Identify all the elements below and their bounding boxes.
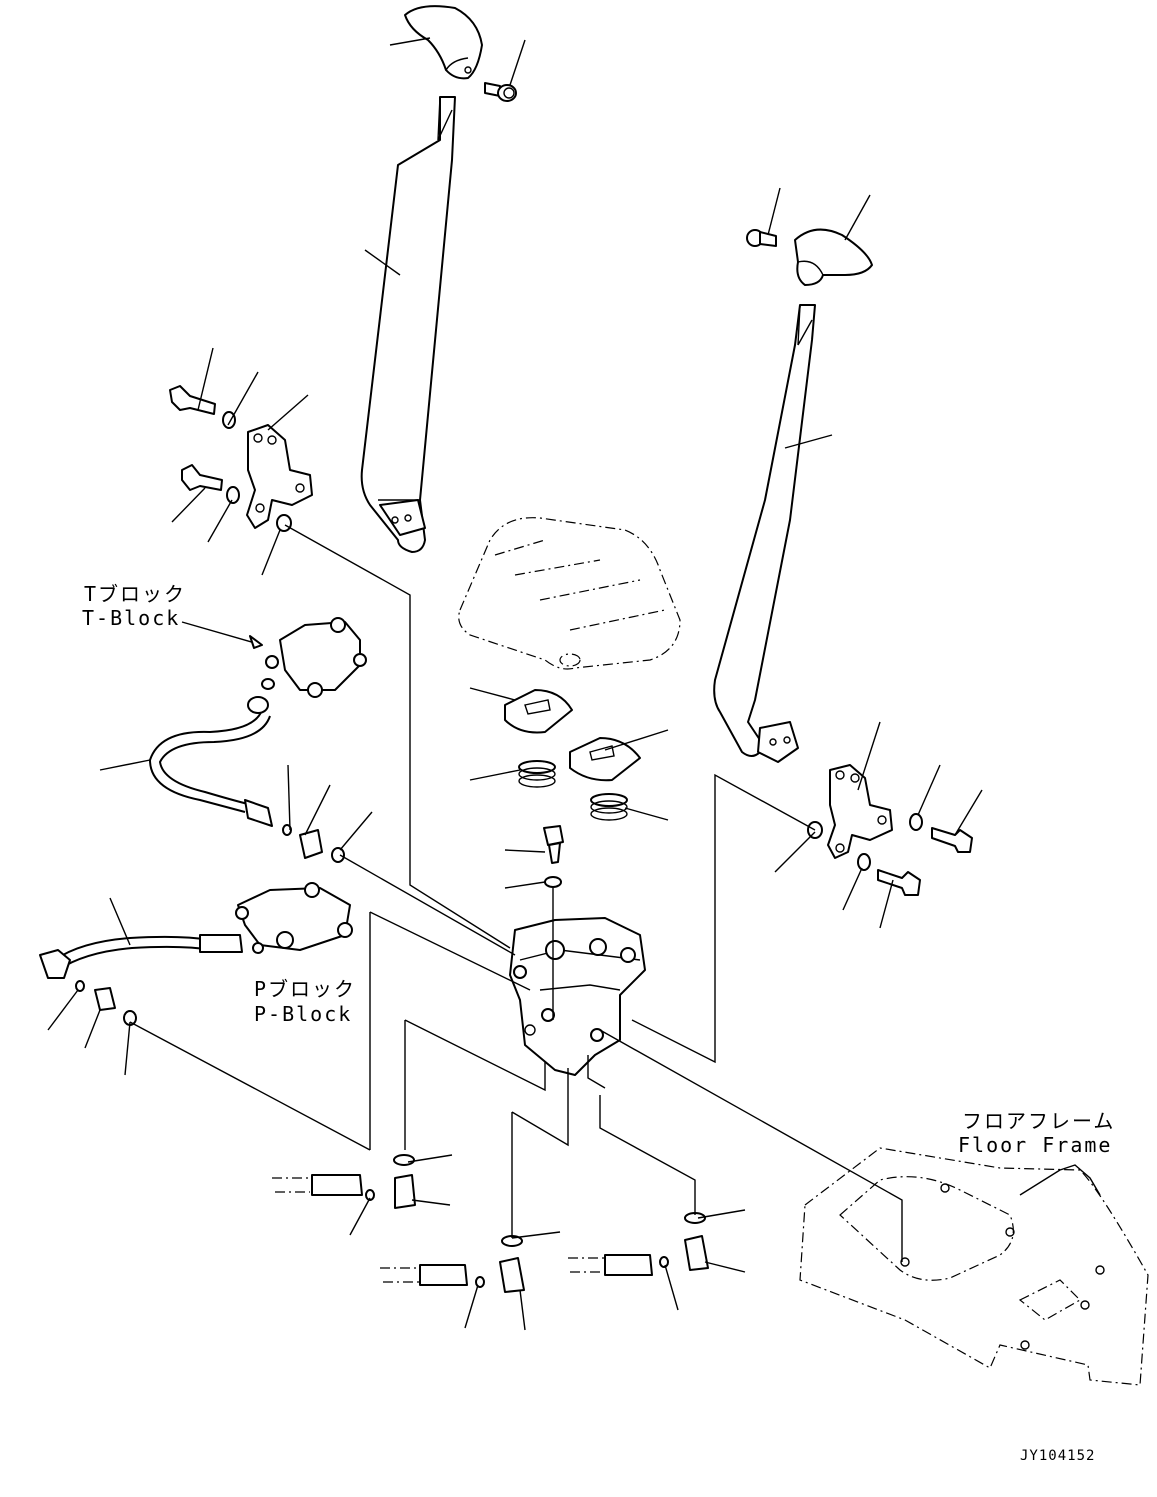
washer [276,514,292,532]
leader-lines [47,37,1061,1331]
washer [857,853,871,871]
fitting [75,980,137,1026]
right-lever-knob [794,228,873,286]
p-block [235,882,353,954]
left-pad [504,689,573,734]
floor-frame-phantom [799,1147,1149,1386]
right-knob-screw [746,229,777,247]
t-block-label-en: T-Block [82,606,181,630]
valve-cover-phantom [458,517,681,670]
drawing-id: JY104152 [1020,1448,1096,1464]
left-lever-rod [360,96,456,553]
t-block-label-ja: Tブロック [84,582,187,606]
right-bolt-upper [931,827,973,853]
washer [544,876,562,888]
left-knob-screw [484,82,517,102]
right-bolt-lower [877,869,921,896]
center-bolt [543,825,564,864]
washer [222,411,236,429]
t-block [261,617,367,698]
connector-1 [272,1154,416,1209]
left-bracket [246,424,313,529]
right-bracket [827,764,893,859]
hose-upper [148,696,273,827]
hose-lower [39,934,243,979]
right-lever-rod [713,304,816,763]
p-block-label-en: P-Block [254,1002,353,1026]
left-lever-knob [404,5,483,80]
connector-2 [380,1235,525,1293]
center-lines [129,524,903,1262]
spring-left [518,760,556,788]
right-pad [569,737,641,782]
spring-right [590,793,628,821]
washer [226,486,240,504]
fitting [282,824,345,863]
floor-frame-label-ja: フロアフレーム [962,1109,1116,1133]
left-bolt-lower [181,464,223,491]
p-block-label-ja: Pブロック [254,977,357,1001]
pilot-valve [509,917,646,1076]
floor-frame-label-en: Floor Frame [958,1133,1113,1157]
connector-3 [568,1212,709,1276]
left-bolt-upper [169,385,216,415]
washer [909,813,923,831]
